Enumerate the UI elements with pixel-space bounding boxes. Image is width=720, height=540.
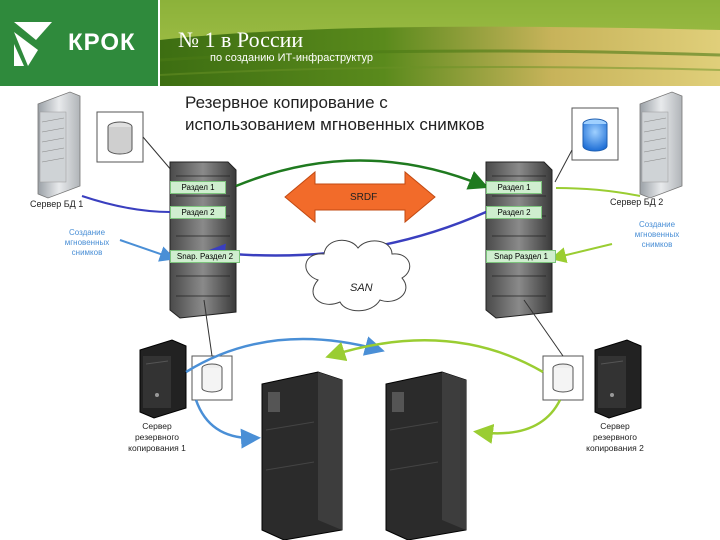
backup-arc-blue-bottom — [194, 399, 261, 449]
backup-2-line-2: резервного — [592, 432, 638, 442]
title-line-1: Резервное копирование с — [185, 93, 388, 112]
backup-server-2 — [594, 339, 642, 419]
tape-library-right — [385, 371, 467, 540]
croc-logo-icon — [14, 22, 52, 66]
left-snapshot-line-1: Создание — [68, 228, 106, 237]
snapshot-arrow-left — [119, 239, 176, 262]
tape-library-left — [261, 371, 343, 540]
slogan-main: № 1 в России — [178, 27, 304, 52]
san-label: SAN — [350, 282, 373, 294]
field-banner-image — [160, 0, 720, 86]
right-section-1-label: Раздел 1 — [486, 181, 542, 194]
disk-callout-backup-left — [191, 299, 233, 401]
db2-link-line — [555, 187, 641, 197]
diagram-title: Резервное копирование с использованием м… — [185, 92, 485, 136]
backup-2-line-3: копирования 2 — [586, 443, 644, 453]
right-snapshot-line-1: Создание — [638, 220, 676, 229]
db-server-2-label: Сервер БД 2 — [610, 197, 664, 207]
backup-2-line-1: Сервер — [600, 421, 630, 431]
left-snapshot-line-2: мгновенных — [64, 238, 110, 247]
disk-callout-left — [96, 111, 179, 179]
header-banner — [160, 0, 720, 86]
backup-arc-lime-bottom — [473, 399, 562, 444]
db-server-2 — [639, 91, 683, 199]
backup-1-line-1: Сервер — [142, 421, 172, 431]
right-section-2-label: Раздел 2 — [486, 206, 542, 219]
storage-array-left — [169, 161, 237, 319]
db-server-1-label: Сервер БД 1 — [30, 199, 84, 209]
disk-callout-backup-right — [523, 299, 584, 401]
right-snapshot-line-2: мгновенных — [634, 230, 680, 239]
replication-arc-section-1 — [235, 159, 489, 190]
logo-text: КРОК — [68, 29, 136, 56]
backup-arc-blue-top — [185, 336, 385, 374]
san-cloud — [305, 239, 411, 312]
disk-callout-right — [554, 107, 619, 183]
snapshot-arrow-right — [550, 243, 613, 263]
title-line-2: использованием мгновенных снимков — [185, 115, 485, 134]
left-section-1-label: Раздел 1 — [170, 181, 226, 194]
right-snapshot-line-3: снимков — [641, 240, 673, 249]
right-snapshot-caption: Создание мгновенных снимков — [622, 220, 692, 250]
backup-server-1-caption: Сервер резервного копирования 1 — [112, 421, 202, 454]
left-snapshot-caption: Создание мгновенных снимков — [52, 228, 122, 258]
slogan-sub: по созданию ИТ-инфраструктур — [210, 52, 374, 64]
srdf-label: SRDF — [350, 192, 378, 203]
left-snapshot-line-3: снимков — [71, 248, 103, 257]
db-server-1 — [37, 91, 81, 199]
backup-server-1 — [139, 339, 187, 419]
backup-server-2-caption: Сервер резервного копирования 2 — [570, 421, 660, 454]
backup-1-line-3: копирования 1 — [128, 443, 186, 453]
left-snap-label: Snap. Раздел 2 — [170, 250, 240, 263]
db1-link-line — [81, 195, 171, 213]
left-section-2-label: Раздел 2 — [170, 206, 226, 219]
backup-arc-lime-top — [325, 339, 544, 374]
header-logo-panel — [0, 0, 158, 86]
right-snap-label: Snap Раздел 1 — [486, 250, 556, 263]
srdf-arrow — [284, 170, 436, 224]
backup-1-line-2: резервного — [134, 432, 180, 442]
